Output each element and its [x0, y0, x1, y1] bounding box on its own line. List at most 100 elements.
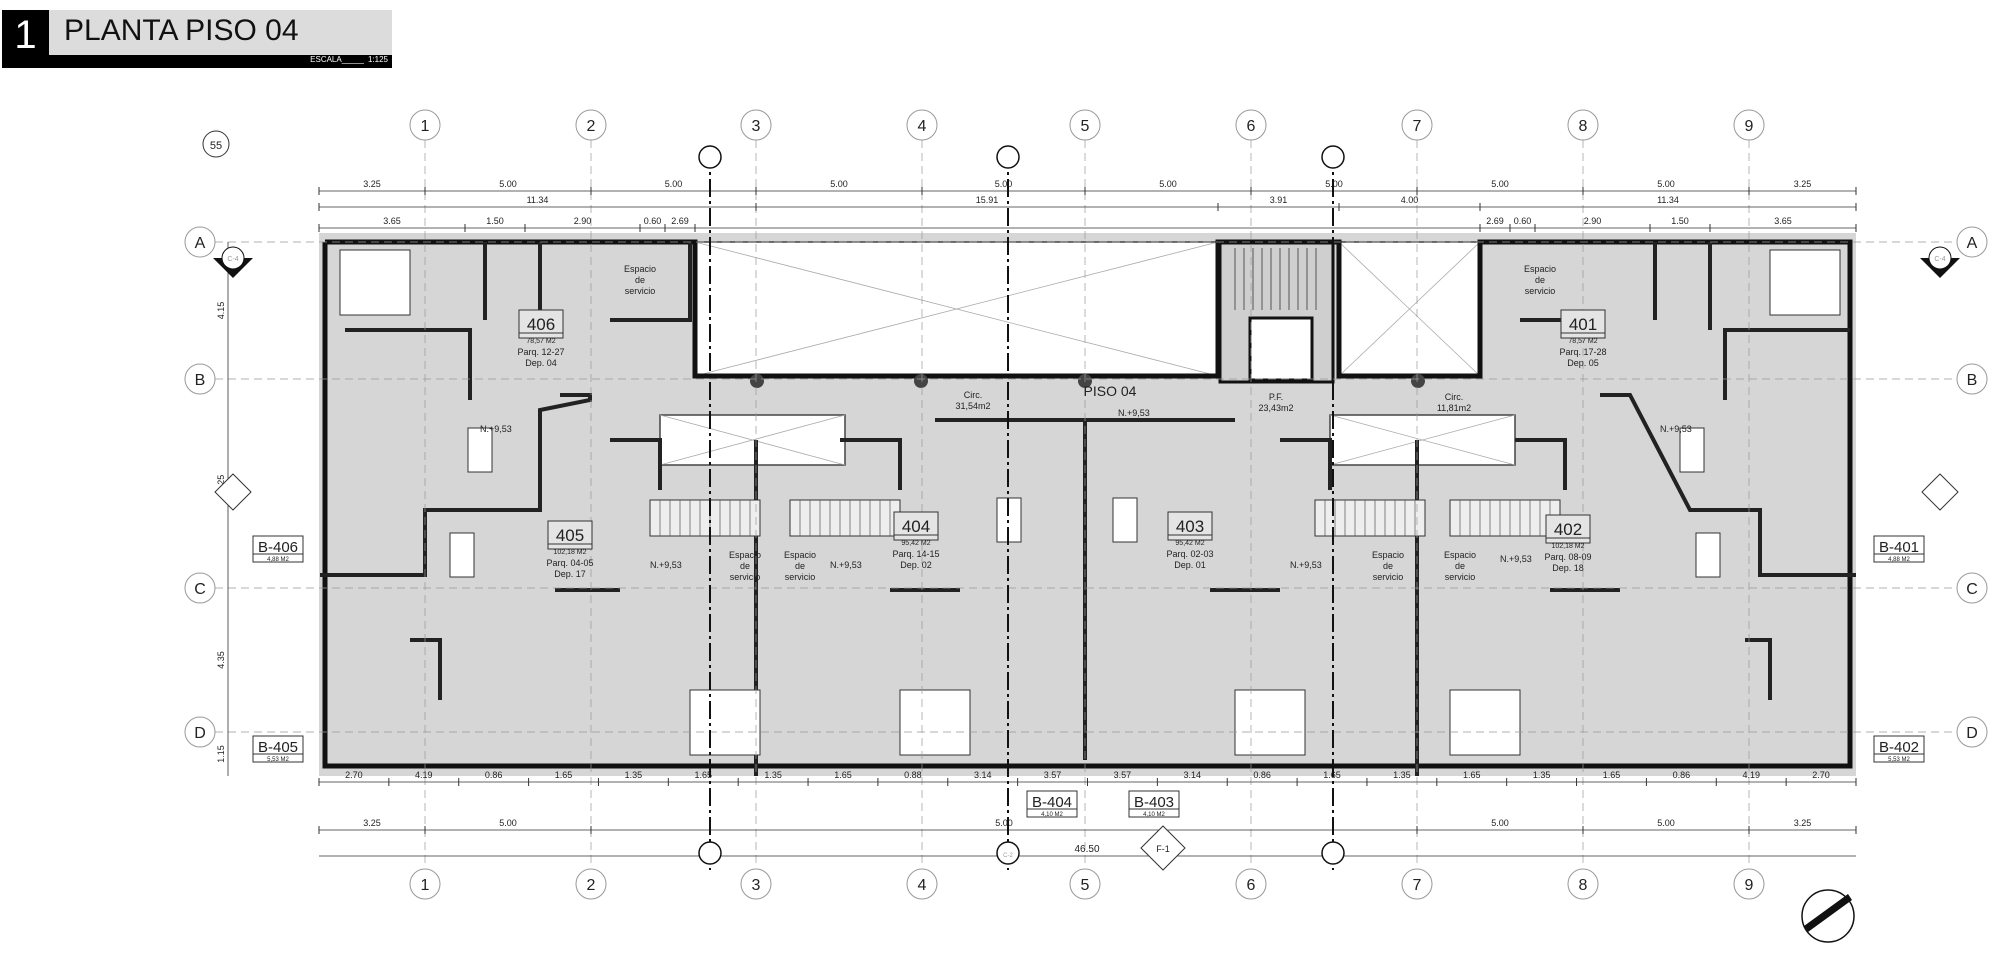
grid-bubble	[1956, 572, 1988, 604]
grid-label-column: 1	[421, 118, 430, 135]
void-cross-line	[694, 241, 1219, 377]
service-space-label: Espacio	[1372, 550, 1404, 560]
title-block: 1 PLANTA PISO 04 ESCALA_____1:125	[2, 10, 392, 68]
stair-icon	[649, 499, 761, 537]
service-space-label: de	[1383, 561, 1393, 571]
pf-area: 23,43m2	[1258, 403, 1293, 413]
exterior-wall	[322, 239, 1853, 769]
level-marker: N.+9,53	[1290, 560, 1322, 570]
dimension-left-vertical: 4.35	[216, 651, 226, 669]
balcony-area: 4,10 M2	[1143, 812, 1165, 818]
service-space-label: de	[795, 561, 805, 571]
service-space-label: Espacio	[784, 550, 816, 560]
grid-bubble	[906, 868, 938, 900]
grid-label-column: 5	[1081, 118, 1090, 135]
grid-bubble	[1733, 868, 1765, 900]
elevation-marker-icon	[214, 473, 252, 511]
interior-wall	[410, 638, 442, 700]
circulation-label: Circ.	[1445, 392, 1464, 402]
unit-parking: Parq. 02-03	[1166, 549, 1213, 559]
unit-parking: Parq. 17-28	[1559, 347, 1606, 357]
grid-bubble	[409, 868, 441, 900]
service-space-label: de	[635, 275, 645, 285]
interior-wall	[840, 438, 902, 490]
dimension-top-grid: 5.00	[665, 179, 683, 189]
grid-label-row: D	[1966, 725, 1978, 742]
section-marker-circle	[221, 246, 245, 270]
unit-storage: Dep. 17	[554, 569, 586, 579]
dimension-left-vertical: 1.15	[216, 745, 226, 763]
grid-bubble	[184, 363, 216, 395]
dimension-top-detail: 0.60	[1514, 216, 1532, 226]
dimension-top-detail: 1.50	[486, 216, 504, 226]
dining-table-icon	[1112, 497, 1138, 543]
dimension-bottom-detail: 3.57	[1044, 770, 1062, 780]
dimension-top-detail: 0.60	[644, 216, 662, 226]
dimension-bottom-detail: 1.65	[555, 770, 573, 780]
service-space-label: de	[1455, 561, 1465, 571]
dimension-top-grid: 5.00	[1159, 179, 1177, 189]
drawing-title: PLANTA PISO 04	[64, 14, 299, 47]
dimension-top-overall: 11.34	[527, 195, 549, 205]
dimension-bottom-grid: 5.00	[995, 818, 1013, 828]
level-marker: N.+9,53	[650, 560, 682, 570]
bed-icon	[1234, 689, 1306, 756]
grid-label-row: A	[195, 235, 206, 252]
grid-bubble	[1235, 868, 1267, 900]
service-space-label: servicio	[1525, 286, 1556, 296]
elevation-marker-icon	[1921, 473, 1959, 511]
unit-number: 402	[1554, 520, 1582, 539]
stair-icon	[1314, 499, 1426, 537]
grid-label-column: 5	[1081, 877, 1090, 894]
dimension-bottom-grid: 5.00	[1657, 818, 1675, 828]
grid-label-column: 4	[918, 877, 927, 894]
structural-column	[750, 374, 764, 388]
void-cross-line	[659, 414, 846, 466]
unit-parking: Parq. 08-09	[1544, 552, 1591, 562]
balcony-name: B-404	[1032, 794, 1072, 811]
elevator	[1248, 316, 1314, 382]
dimension-top-grid: 5.00	[1491, 179, 1509, 189]
balcony-area: 5,53 M2	[267, 757, 289, 763]
title-bar: PLANTA PISO 04	[49, 10, 392, 55]
dimension-top-grid: 5.00	[830, 179, 848, 189]
dimension-top-grid: 3.25	[363, 179, 381, 189]
interior-wall	[1515, 438, 1567, 490]
level-marker: N.+9,53	[480, 424, 512, 434]
interior-wall	[1745, 638, 1772, 700]
grid-bubble	[1401, 868, 1433, 900]
balcony-label-box	[252, 535, 304, 563]
dimension-top-overall: 11.34	[1657, 195, 1679, 205]
grid-label-column: 2	[587, 118, 596, 135]
interior-wall	[320, 393, 592, 577]
unit-storage: Dep. 18	[1552, 563, 1584, 573]
dimension-top-overall: 4.00	[1401, 195, 1419, 205]
level-marker: N.+9,53	[1118, 408, 1150, 418]
scale-label: ESCALA_____	[310, 55, 364, 64]
dining-table-icon	[1695, 532, 1721, 578]
elevation-marker-icon	[1140, 825, 1186, 871]
structural-column	[1411, 374, 1425, 388]
dimension-top-detail: 2.69	[1486, 216, 1504, 226]
grid-label-column: 4	[918, 118, 927, 135]
service-space-label: servicio	[1373, 572, 1404, 582]
service-space-label: Espacio	[1444, 550, 1476, 560]
grid-label-column: 9	[1745, 118, 1754, 135]
section-marker-icon	[996, 841, 1020, 865]
reference-number: 55	[210, 140, 222, 152]
section-marker-icon	[996, 145, 1020, 169]
grid-bubble	[575, 109, 607, 141]
balcony-name: B-401	[1879, 539, 1919, 556]
service-space-label: de	[1535, 275, 1545, 285]
grid-bubble	[184, 226, 216, 258]
grid-bubble	[184, 572, 216, 604]
unit-storage: Dep. 02	[900, 560, 932, 570]
dimension-bottom-detail: 0.88	[904, 770, 922, 780]
unit-number: 404	[902, 517, 930, 536]
dimension-bottom-grid: 3.25	[363, 818, 381, 828]
section-marker-icon	[1321, 145, 1345, 169]
dimension-bottom-grid: 5.00	[499, 818, 517, 828]
grid-label-column: 8	[1579, 877, 1588, 894]
grid-bubble	[740, 868, 772, 900]
